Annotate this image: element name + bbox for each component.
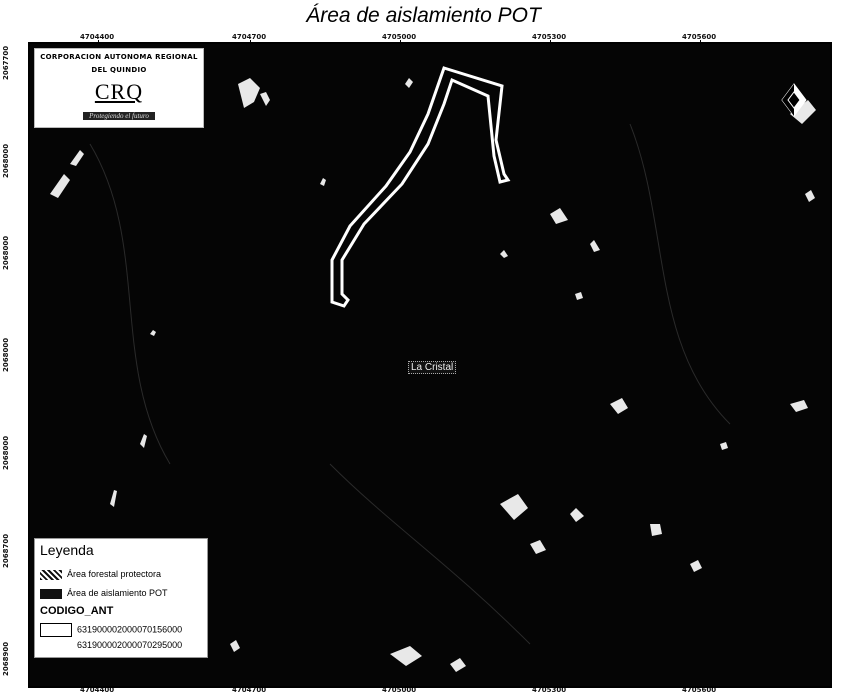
legend-item: Área forestal protectora [40,569,161,580]
isolation-area-outline[interactable] [330,66,511,308]
legend-title: Leyenda [40,542,94,558]
coord-left-label: 2068900 [2,641,10,676]
coord-left-label: 2068700 [2,533,10,568]
institution-logo: CORPORACION AUTONOMA REGIONAL DEL QUINDI… [34,48,204,128]
logo-acronym: CRQ [94,79,144,104]
coord-bottom-label: 4705600 [682,686,717,694]
logo-org-line2: DEL QUINDIO [91,66,147,74]
map-legend: Leyenda Área forestal protectora Área de… [34,538,208,658]
legend-item-label: Área forestal protectora [67,569,162,579]
legend-code: 631900002000070156000 [77,624,183,635]
terrain-layer [50,66,816,672]
hatch-swatch-icon [40,569,62,580]
logo-tagline: Protegiendo el futuro [83,112,155,120]
drainage-lines [89,123,731,645]
legend-code: 631900002000070295000 [77,640,183,650]
north-arrow-icon [781,83,807,117]
coord-bottom-label: 4705300 [532,686,567,694]
coord-left-label: 2068000 [2,143,10,178]
solid-swatch-icon [40,588,62,599]
coord-left-label: 2068000 [2,235,10,270]
forest-patches [50,78,816,672]
coord-bottom-label: 4704700 [232,686,267,694]
outline-swatch-icon [40,623,72,637]
coord-top-label: 4704700 [232,33,267,41]
coord-top-label: 4705600 [682,33,717,41]
coord-left-label: 2068000 [2,435,10,470]
coord-top-label: 4705000 [382,33,417,41]
coord-left-label: 2067700 [2,45,10,80]
legend-code-row: 631900002000070295000 [77,640,182,650]
map-frame[interactable]: CORPORACION AUTONOMA REGIONAL DEL QUINDI… [28,42,832,688]
coord-top-label: 4704400 [80,33,115,41]
legend-item: Área de aislamiento POT [40,588,168,599]
coord-left-label: 2068000 [2,337,10,372]
legend-code-row: 631900002000070156000 [40,623,182,637]
map-title: Área de aislamiento POT [306,4,541,27]
coord-bottom-label: 4704400 [80,686,115,694]
coord-bottom-label: 4705000 [382,686,417,694]
coord-top-label: 4705300 [532,33,567,41]
legend-field-title: CODIGO_ANT [40,605,114,617]
legend-item-label: Área de aislamiento POT [67,588,168,598]
logo-org-line1: CORPORACION AUTONOMA REGIONAL [40,53,198,61]
place-label: La Cristal [408,361,457,374]
